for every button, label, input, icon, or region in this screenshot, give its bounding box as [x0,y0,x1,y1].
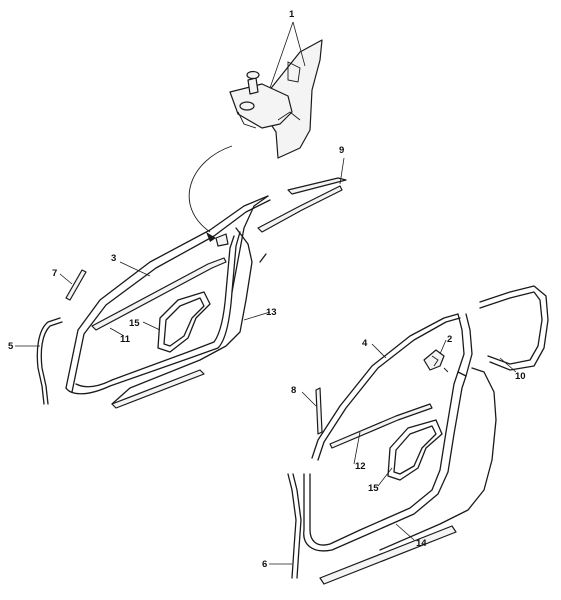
callout-2: 2 [447,334,452,345]
callout-10: 10 [515,371,526,382]
callout-4: 4 [362,338,368,349]
callout-5: 5 [8,341,14,352]
callout-8: 8 [291,385,296,396]
part-7-trim [65,269,87,301]
left-door-arrow [206,232,216,242]
part-8-strip [315,387,323,435]
callout-15-right: 15 [368,483,379,494]
connector-curve [188,145,233,233]
part-13-lower-seal [111,227,267,409]
part-15-hole-seal-left [157,291,211,353]
leader-lines [15,21,517,565]
part-2-clip [423,349,449,373]
left-door-clip [215,233,229,247]
callout-15-left: 15 [129,318,140,329]
callout-14: 14 [416,538,427,549]
part-3-door-seal-left [65,195,271,395]
callout-6: 6 [262,559,267,570]
part-14-lower-seal [319,367,497,585]
part-6-pillar-seal [287,473,297,579]
callouts: 1 2 3 4 5 6 7 8 9 10 11 12 13 14 15 15 [8,9,526,570]
callout-12: 12 [355,461,366,472]
part-9-strip [257,177,347,233]
part-15-hole-seal-right [387,419,443,481]
part-12-belt-strip [329,403,433,449]
part-11-belt-strip [91,257,227,331]
callout-3: 3 [111,253,116,264]
callout-11: 11 [120,334,131,345]
part-5-pillar-seal [36,317,61,405]
callout-9: 9 [339,145,344,156]
part-4-door-seal-right [303,313,473,552]
callout-13: 13 [266,307,277,318]
part-10-strip [479,285,549,371]
part-1-panel [229,39,323,159]
callout-1: 1 [289,9,295,20]
callout-7: 7 [52,268,57,279]
